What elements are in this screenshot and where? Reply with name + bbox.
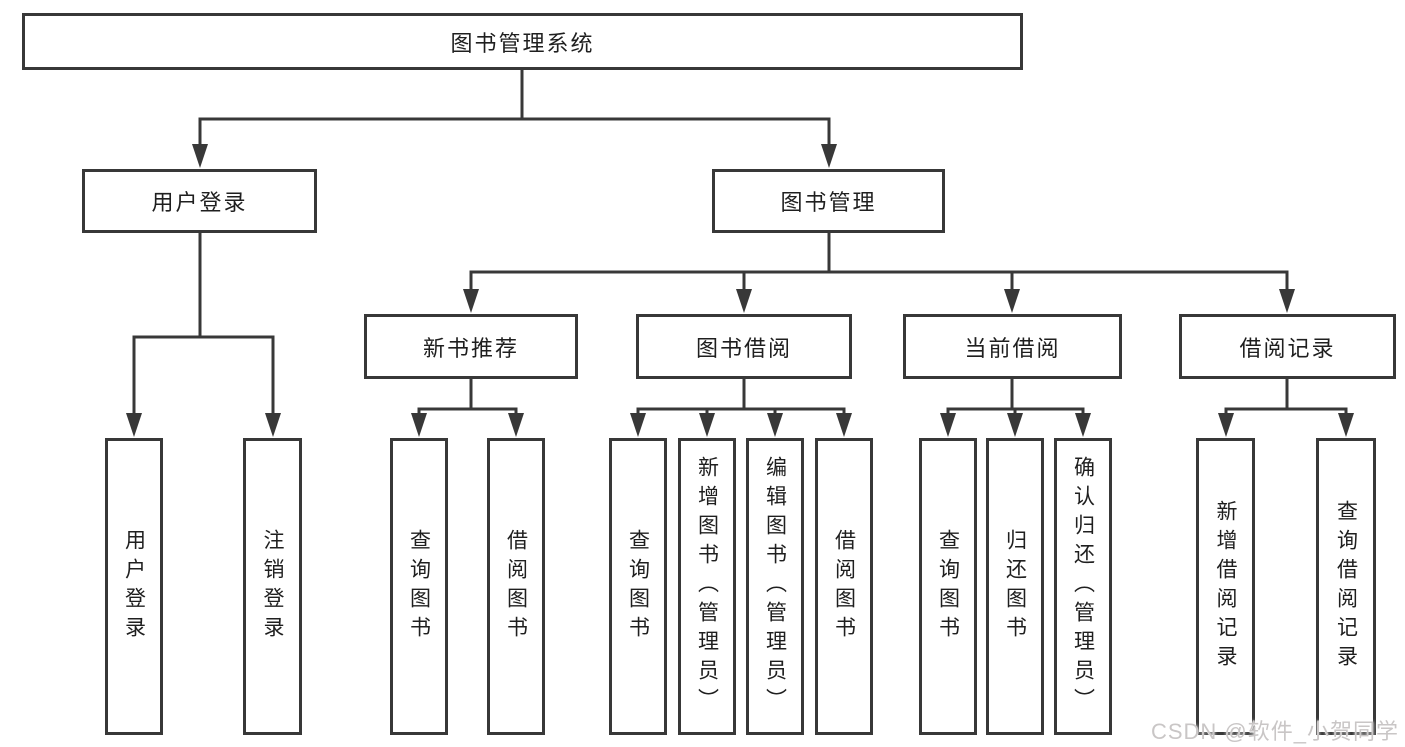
leaf-cb-query-book-label: 查询图书	[936, 528, 960, 645]
leaf-br-add-record-label: 新增借阅记录	[1214, 499, 1238, 674]
leaf-cb-query-book: 查询图书	[919, 438, 977, 735]
leaf-bb-query-book: 查询图书	[609, 438, 667, 735]
leaf-bb-query-book-label: 查询图书	[626, 528, 650, 645]
leaf-logout: 注销登录	[243, 438, 302, 735]
connector-lines	[132, 68, 1348, 422]
node-user-login: 用户登录	[82, 169, 317, 233]
leaf-bb-add-book-label: 新增图书（管理员）	[695, 456, 719, 717]
leaf-user-login: 用户登录	[105, 438, 163, 735]
arrowhead-icons	[126, 144, 1354, 437]
leaf-nbr-borrow-book-label: 借阅图书	[504, 528, 528, 645]
leaf-nbr-query-book: 查询图书	[390, 438, 448, 735]
watermark: CSDN @软件_小贺同学	[1150, 719, 1399, 744]
node-book-borrow: 图书借阅	[636, 314, 852, 379]
leaf-user-login-label: 用户登录	[122, 528, 146, 645]
leaf-bb-edit-book: 编辑图书（管理员）	[746, 438, 804, 735]
leaf-cb-return-book: 归还图书	[986, 438, 1044, 735]
node-borrow-records: 借阅记录	[1179, 314, 1396, 379]
leaf-cb-confirm-return: 确认归还（管理员）	[1054, 438, 1112, 735]
node-current-borrow: 当前借阅	[903, 314, 1122, 379]
leaf-br-add-record: 新增借阅记录	[1196, 438, 1255, 735]
leaf-bb-add-book: 新增图书（管理员）	[678, 438, 736, 735]
node-book-management: 图书管理	[712, 169, 945, 233]
leaf-bb-borrow-book-label: 借阅图书	[832, 528, 856, 645]
leaf-bb-edit-book-label: 编辑图书（管理员）	[763, 456, 787, 717]
leaf-cb-confirm-return-label: 确认归还（管理员）	[1071, 456, 1095, 717]
leaf-nbr-query-book-label: 查询图书	[407, 528, 431, 645]
node-root: 图书管理系统	[22, 13, 1023, 70]
node-new-book-recommend: 新书推荐	[364, 314, 578, 379]
leaf-nbr-borrow-book: 借阅图书	[487, 438, 545, 735]
leaf-br-query-record-label: 查询借阅记录	[1334, 499, 1358, 674]
leaf-bb-borrow-book: 借阅图书	[815, 438, 873, 735]
leaf-cb-return-book-label: 归还图书	[1003, 528, 1027, 645]
leaf-logout-label: 注销登录	[261, 528, 285, 645]
leaf-br-query-record: 查询借阅记录	[1316, 438, 1376, 735]
